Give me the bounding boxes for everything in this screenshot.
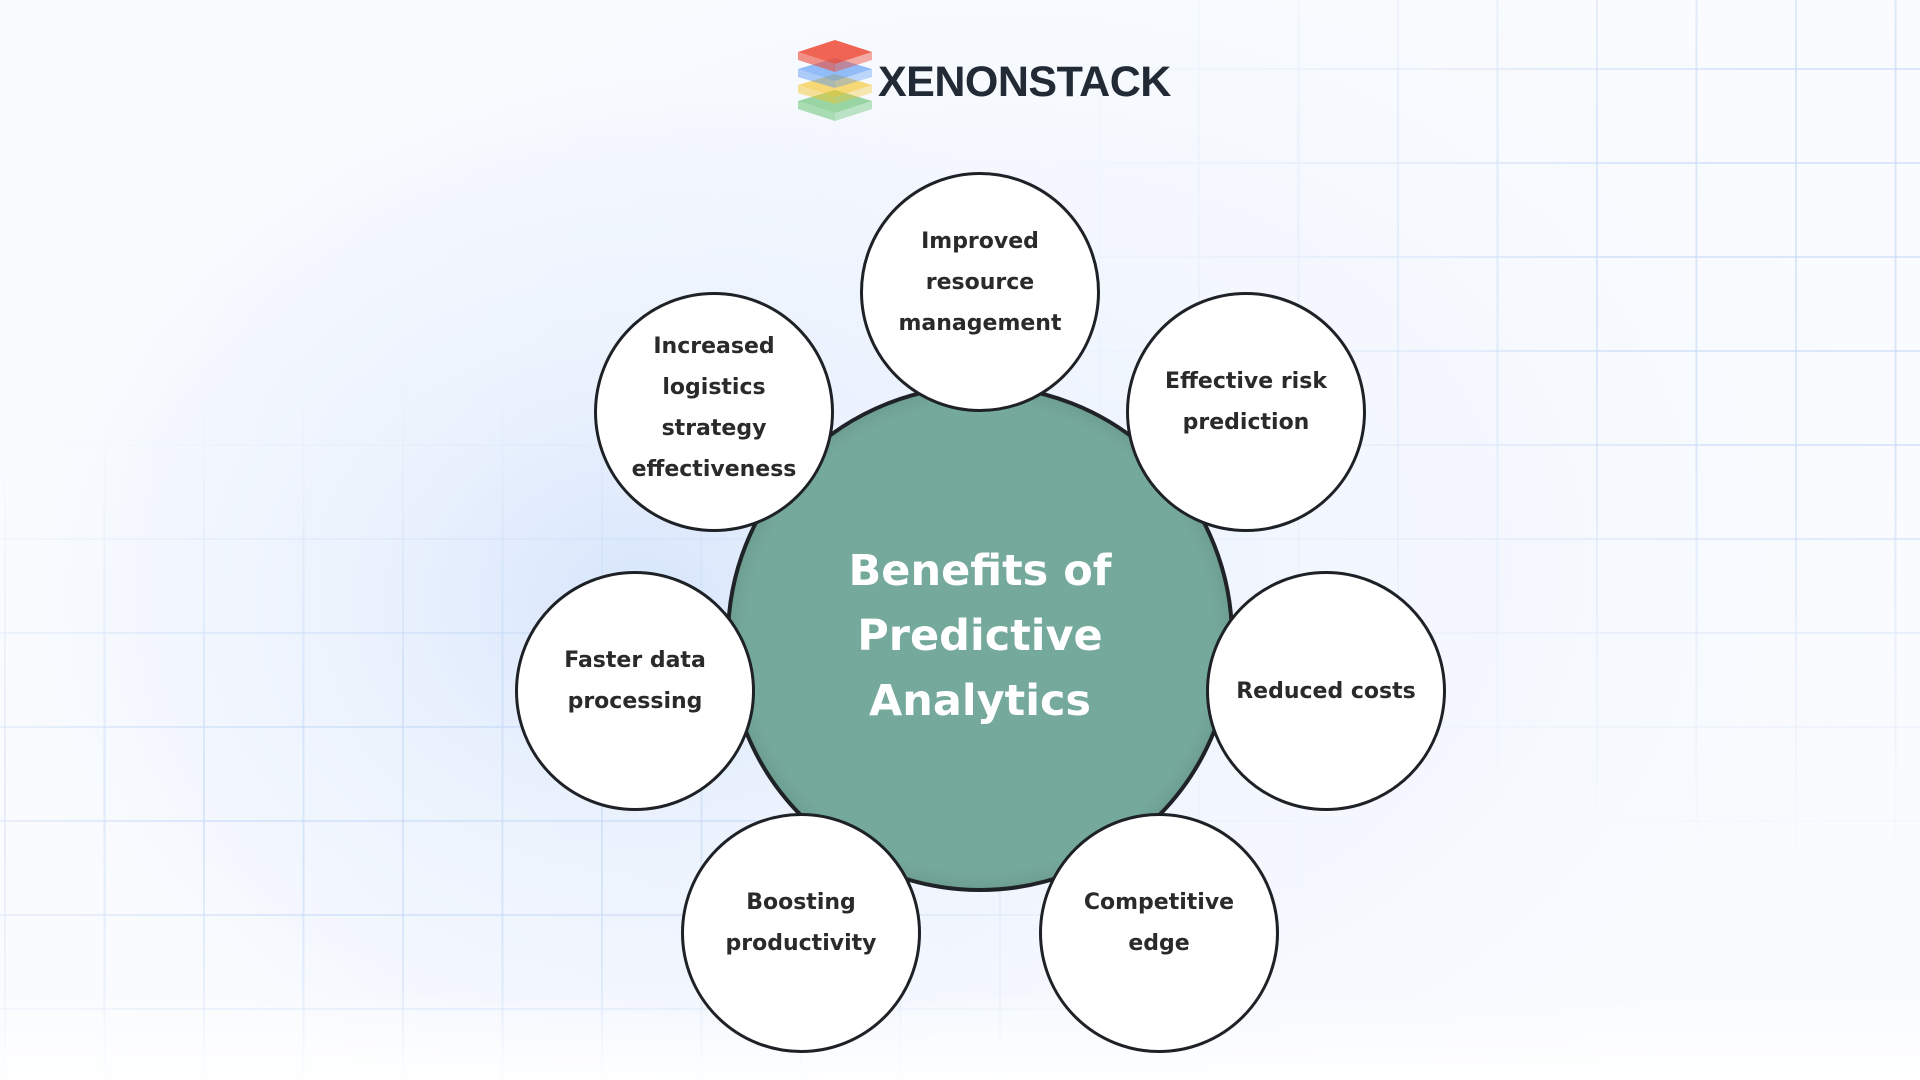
- diagram-title: Benefits of Predictive Analytics: [848, 545, 1112, 726]
- benefit-label: Effective risk prediction: [1165, 369, 1327, 435]
- benefit-label: Increased logistics strategy effectivene…: [631, 334, 797, 482]
- benefit-node-left: Faster data processing: [515, 571, 755, 811]
- brand-logo: XENONSTACK: [796, 38, 1171, 122]
- stacked-layers-icon: [798, 40, 872, 121]
- benefit-label: Faster data processing: [564, 648, 706, 714]
- benefit-label: Improved resource management: [898, 228, 1062, 336]
- benefit-node-right: Reduced costs: [1206, 571, 1446, 811]
- benefit-label: Competitive edge: [1083, 890, 1235, 956]
- benefit-label: Boosting productivity: [725, 890, 877, 956]
- benefit-label: Reduced costs: [1236, 678, 1416, 704]
- benefit-node-top: Improved resource management: [860, 172, 1100, 412]
- benefit-node-upper-right: Effective risk prediction: [1126, 292, 1366, 532]
- benefit-node-lower-left: Boosting productivity: [681, 813, 921, 1053]
- background-bottom-fade: [0, 990, 1920, 1080]
- benefit-node-upper-left: Increased logistics strategy effectivene…: [594, 292, 834, 532]
- benefit-node-lower-right: Competitive edge: [1039, 813, 1279, 1053]
- brand-name: XENONSTACK: [878, 57, 1171, 106]
